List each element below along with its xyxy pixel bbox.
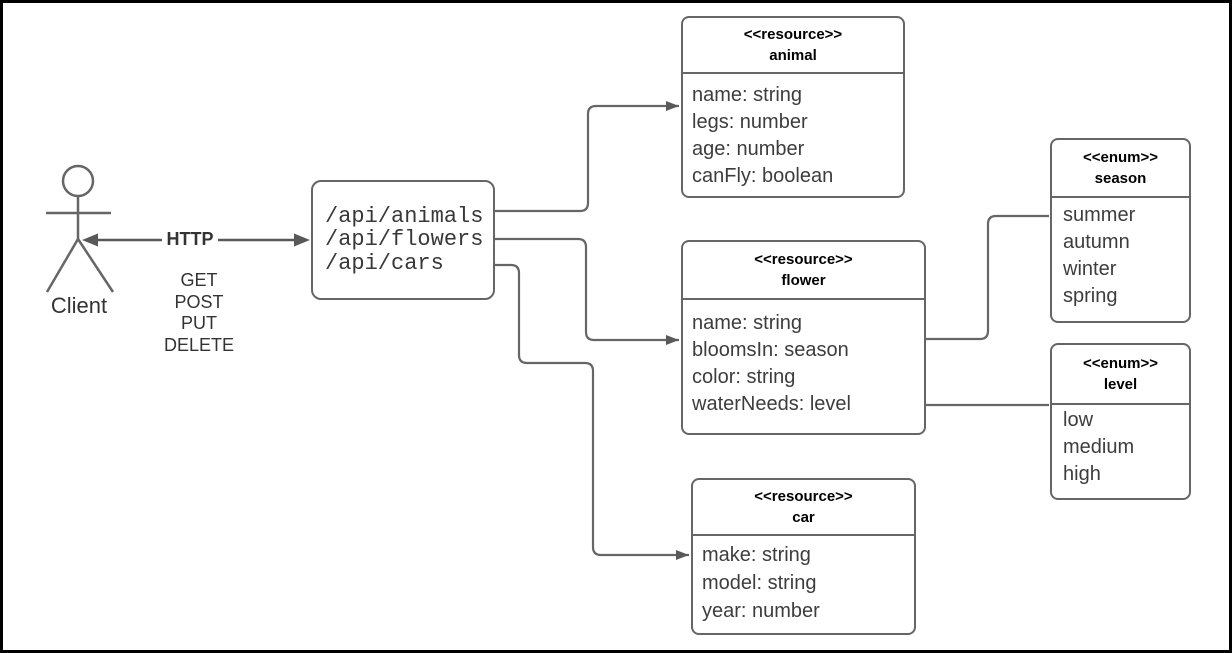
api-endpoint: /api/flowers [325,227,484,253]
http-methods-list: GET POST PUT DELETE [149,270,249,356]
connector-flower-season [925,214,1049,341]
attribute: canFly: boolean [692,165,834,187]
resource-name: flower [781,272,826,289]
enum-node-level: <<enum>> level low medium high [1050,343,1191,500]
attribute-list: make: string model: string year: number [693,536,914,625]
enum-node-season: <<enum>> season summer autumn winter spr… [1050,138,1191,323]
attribute-list: name: string bloomsIn: season color: str… [683,300,924,418]
attribute: bloomsIn: season [692,339,849,361]
attribute: legs: number [692,111,808,133]
enum-value: medium [1063,436,1135,458]
stereotype-label: <<resource>> [754,251,853,268]
resource-header: <<resource>> flower [683,242,924,300]
attribute: waterNeeds: level [692,393,851,415]
http-method: GET [180,270,218,290]
resource-name: car [792,509,815,526]
client-actor-icon [45,164,115,293]
connector-layer [45,101,1049,560]
enum-name: season [1094,170,1147,187]
resource-node-animal: <<resource>> animal name: string legs: n… [681,16,905,198]
stereotype-label: <<enum>> [1082,355,1159,372]
resource-name: animal [769,47,817,64]
resource-node-flower: <<resource>> flower name: string bloomsI… [681,240,926,435]
api-endpoints-node: /api/animals /api/flowers /api/cars [311,180,495,300]
attribute-list: name: string legs: number age: number ca… [683,74,903,190]
enum-value: spring [1063,285,1118,307]
attribute: model: string [702,572,817,594]
http-method: POST [174,291,224,312]
enum-value-list: summer autumn winter spring [1052,198,1189,310]
http-protocol-label: HTTP [162,229,218,250]
stereotype-label: <<enum>> [1082,149,1159,166]
connector-api-car [495,263,689,560]
resource-header: <<resource>> car [693,480,914,536]
stereotype-label: <<resource>> [743,26,843,43]
resource-header: <<resource>> animal [683,18,903,74]
attribute: name: string [692,312,803,334]
attribute: make: string [702,544,811,566]
attribute: age: number [692,138,805,160]
api-endpoint: /api/animals [325,203,484,229]
enum-value: high [1063,463,1101,485]
attribute: year: number [702,600,820,622]
enum-value: autumn [1063,231,1130,253]
connector-api-animal [495,101,679,213]
attribute: color: string [692,366,796,388]
api-endpoint: /api/cars [325,250,444,276]
http-method: DELETE [163,334,235,355]
enum-header: <<enum>> season [1052,140,1189,198]
connector-api-flower [495,237,679,345]
client-actor-label: Client [50,293,108,318]
attribute: name: string [692,84,803,106]
enum-header: <<enum>> level [1052,345,1189,405]
enum-value: winter [1063,258,1117,280]
enum-value: summer [1063,204,1136,226]
enum-value-list: low medium high [1052,405,1189,488]
http-method: PUT [181,313,217,333]
resource-node-car: <<resource>> car make: string model: str… [691,478,916,635]
enum-value: low [1063,409,1094,431]
enum-name: level [1103,376,1138,393]
stereotype-label: <<resource>> [754,488,853,505]
